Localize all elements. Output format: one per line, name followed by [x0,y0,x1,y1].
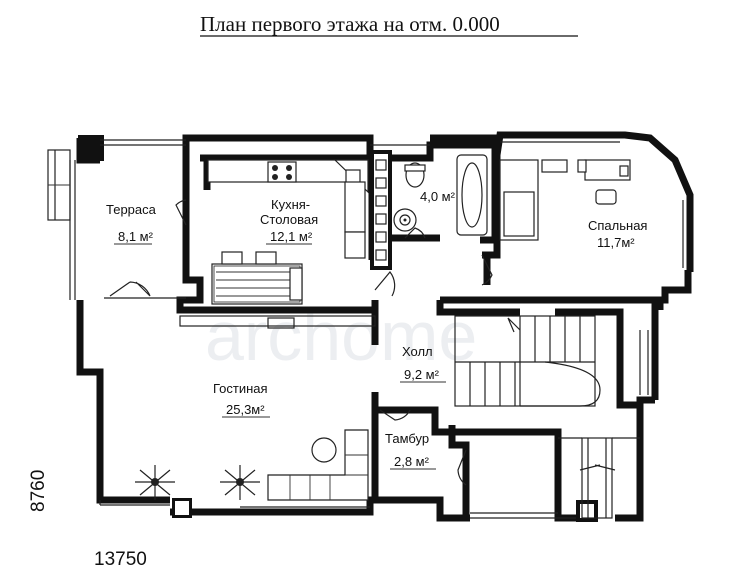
windows [99,141,684,519]
plan-title: План первого этажа на отм. 0.000 [200,12,500,36]
room-name-tambur: Тамбур [385,431,429,446]
room-area-terrace: 8,1 м² [118,229,154,244]
columns-kitchen-bath [375,159,387,261]
entrance-porch [558,437,640,519]
room-name-kitchen-line1: Кухня- [271,197,310,212]
room-area-bedroom: 11,7м² [597,235,635,250]
room-labels: Терраса 8,1 м² Кухня- Столовая 12,1 м² 4… [106,189,647,470]
room-name-kitchen-line2: Столовая [260,212,318,227]
kitchen-furniture [207,159,369,305]
room-area-kitchen: 12,1 м² [270,229,313,244]
plant-icon [135,465,175,500]
dimension-width: 13750 [94,549,147,570]
room-name-terrace: Терраса [106,202,157,217]
room-name-hall: Холл [402,344,433,359]
room-area-living: 25,3м² [226,402,265,417]
stair [454,315,601,407]
radiator [267,317,295,329]
room-area-hall: 9,2 м² [404,367,440,382]
room-area-tambur: 2,8 м² [394,454,430,469]
terrace-outline [47,139,186,300]
partition-line [179,315,376,327]
room-name-bedroom: Спальная [588,218,647,233]
bathroom-fixtures [393,154,488,236]
living-room-furniture [135,429,369,501]
room-area-bathroom: 4,0 м² [420,189,456,204]
room-name-living: Гостиная [213,381,268,396]
dimension-height: 8760 [28,470,49,512]
plant-icon [220,465,260,500]
doors [109,199,616,486]
bedroom-furniture [499,159,631,241]
